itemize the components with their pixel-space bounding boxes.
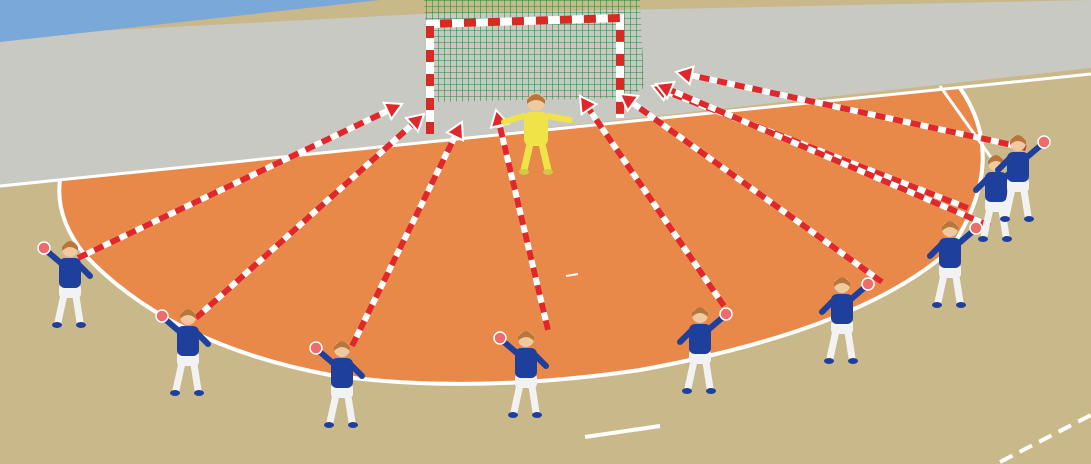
ball <box>494 332 506 344</box>
ball <box>156 310 168 322</box>
ball <box>310 342 322 354</box>
ball <box>720 308 732 320</box>
ball <box>1038 136 1050 148</box>
ball <box>38 242 50 254</box>
ball <box>862 278 874 290</box>
ball <box>970 222 982 234</box>
